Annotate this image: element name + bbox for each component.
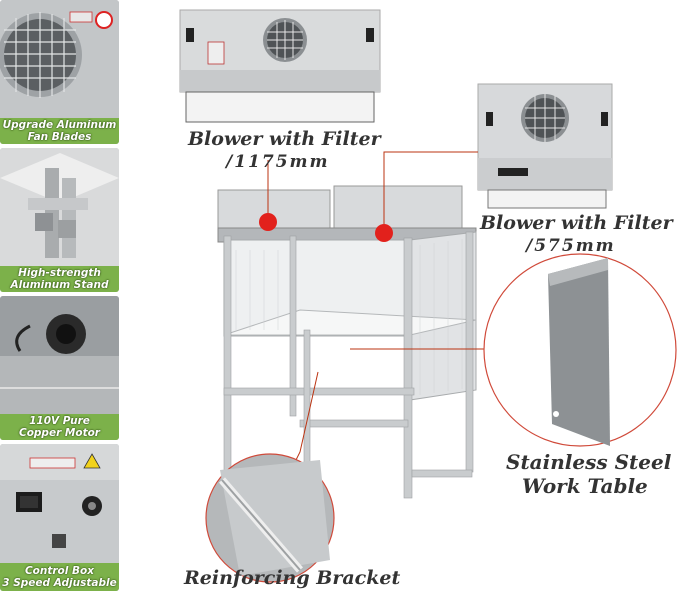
control-box-caption-1: Control Box [24, 565, 95, 577]
red-marker-large [259, 160, 277, 231]
blower-large-size: /1175mm [226, 152, 330, 172]
bracket-label: Reinforcing Bracket [184, 567, 401, 589]
aluminum-stand-caption-1: High-strength [18, 267, 101, 279]
bench-blower-units [217, 185, 477, 243]
fan-blades-panel: Upgrade Aluminum Fan Blades [0, 0, 119, 144]
small-blower-photo [477, 83, 613, 209]
table-label-line1: Stainless Steel [506, 450, 672, 474]
red-marker-small [375, 151, 478, 242]
steel-table-inset [483, 253, 677, 447]
aluminum-profile-photo [0, 148, 119, 292]
fan-blades-caption-2: Fan Blades [27, 131, 92, 143]
aluminum-stand-panel: High-strength Aluminum Stand [0, 148, 119, 292]
copper-motor-panel: 110V Pure Copper Motor [0, 296, 119, 440]
large-blower-photo [179, 9, 381, 123]
blower-small-title: Blower with Filter [480, 212, 673, 234]
control-box-caption-2: 3 Speed Adjustable [2, 577, 117, 589]
copper-motor-caption-1: 110V Pure [29, 415, 90, 427]
copper-motor-caption-2: Copper Motor [19, 427, 100, 439]
blower-large-title: Blower with Filter [188, 128, 381, 150]
control-box-panel: Control Box 3 Speed Adjustable [0, 444, 119, 591]
bracket-inset [205, 453, 335, 583]
aluminum-stand-caption-2: Aluminum Stand [10, 279, 109, 291]
blower-small-size: /575mm [526, 236, 616, 256]
table-label-line2: Work Table [522, 474, 648, 498]
fan-blades-photo [0, 0, 119, 144]
fan-blades-caption-1: Upgrade Aluminum [2, 119, 117, 131]
